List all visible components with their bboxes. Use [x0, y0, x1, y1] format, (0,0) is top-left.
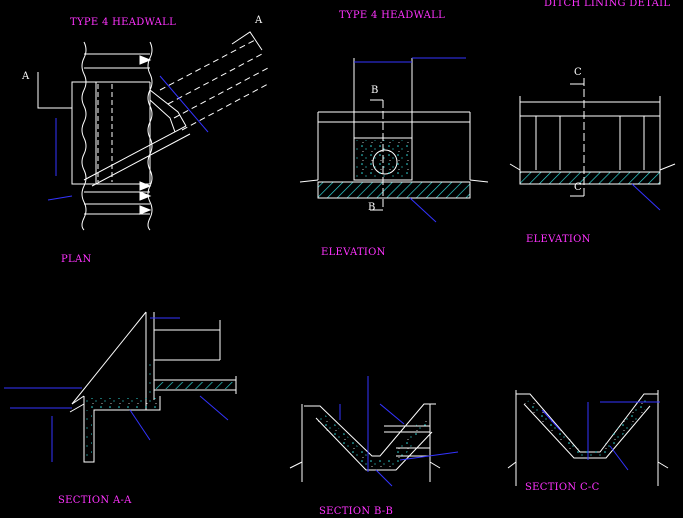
section-cc-concrete [524, 398, 650, 456]
section-cc-view [507, 390, 669, 486]
section-aa-label: SECTION A-A [58, 495, 132, 506]
plan-title: TYPE 4 HEADWALL [70, 17, 177, 28]
section-marker-c-top: C [574, 67, 582, 78]
section-bb-concrete [318, 410, 430, 468]
elevation-dimensions [354, 57, 466, 223]
section-marker-a-right: A [255, 15, 263, 26]
section-marker-a-left: A [22, 71, 30, 82]
ditch-elevation-dimensions [631, 183, 661, 211]
plan-view [37, 31, 269, 231]
elevation-view [299, 58, 489, 211]
elevation-label-center: ELEVATION [321, 247, 386, 258]
section-aa-dimensions [4, 317, 229, 462]
section-marker-c-bottom: C [574, 182, 582, 193]
ditch-elevation-view [509, 78, 676, 197]
elevation-concrete-fill [356, 140, 410, 178]
section-bb-label: SECTION B-B [319, 506, 394, 517]
section-marker-b-bottom: B [368, 202, 376, 213]
section-bb-view [289, 403, 441, 482]
plan-label: PLAN [61, 254, 92, 265]
elevation-title: TYPE 4 HEADWALL [339, 10, 446, 21]
section-bb-dimensions [339, 376, 459, 487]
plan-dimensions [47, 75, 209, 201]
elevation-label-right: ELEVATION [526, 234, 591, 245]
section-aa-concrete [86, 398, 158, 408]
section-cc-dimensions [541, 401, 660, 471]
ditch-lining-title: DITCH LINING DETAIL [544, 0, 671, 9]
section-cc-label: SECTION C-C [525, 482, 600, 493]
section-marker-b-top: B [371, 85, 379, 96]
